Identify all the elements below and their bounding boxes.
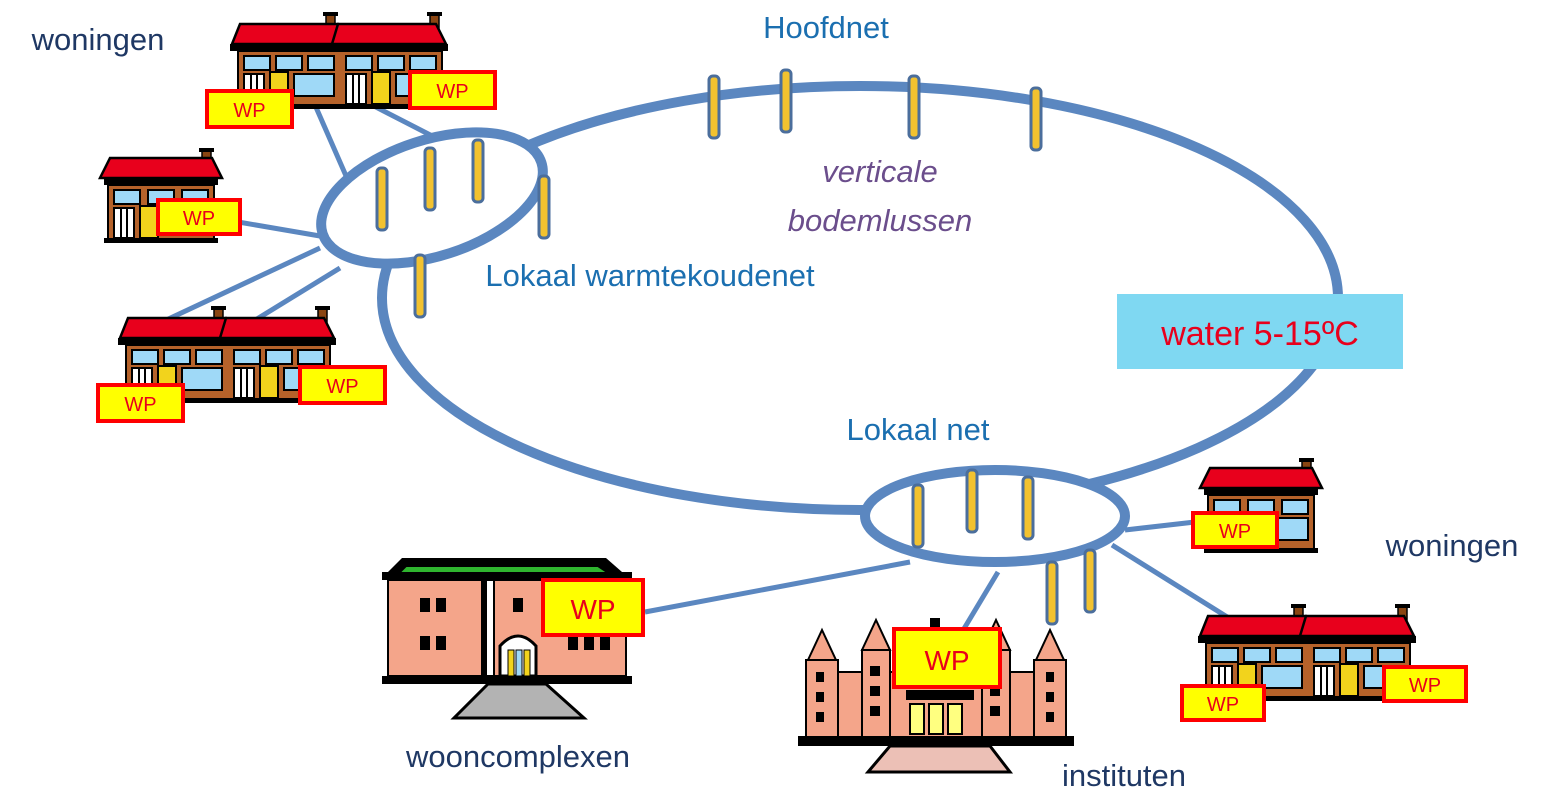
instituten-label: instituten bbox=[1062, 758, 1186, 793]
wp-label: WP bbox=[924, 645, 969, 676]
lokaal-warmtekoudenet-label: Lokaal warmtekoudenet bbox=[485, 258, 815, 293]
wp-label: WP bbox=[436, 81, 468, 103]
house-single-left: WP bbox=[98, 146, 242, 245]
lokaal-net-label: Lokaal net bbox=[846, 412, 989, 447]
institution-building: WP bbox=[798, 617, 1074, 774]
wp-label: WP bbox=[233, 100, 265, 122]
house-double-right: WP WP bbox=[1180, 602, 1468, 722]
water-temperature-box bbox=[1117, 294, 1403, 369]
wooncomplexen-label: wooncomplexen bbox=[405, 739, 630, 774]
hoofdnet-label: Hoofdnet bbox=[763, 10, 889, 45]
house-double-left: WP WP bbox=[96, 304, 387, 423]
verticale-bodemlussen-label-line2: bodemlussen bbox=[788, 203, 972, 238]
house-single-right: WP bbox=[1191, 456, 1324, 555]
woningen-label-right: woningen bbox=[1385, 528, 1519, 563]
wp-label: WP bbox=[1219, 521, 1251, 543]
water-temperature-label: water 5-15ºC bbox=[1160, 315, 1359, 353]
house-double-top-left: WP WP bbox=[205, 10, 497, 129]
lokaal-net-ring bbox=[860, 465, 1130, 567]
verticale-bodemlussen-label-line1: verticale bbox=[822, 154, 937, 189]
woningen-label-left: woningen bbox=[31, 22, 165, 57]
wp-label: WP bbox=[1207, 694, 1239, 716]
wp-label: WP bbox=[326, 376, 358, 398]
wp-label: WP bbox=[183, 208, 215, 230]
apartment-complex: WP bbox=[382, 558, 645, 720]
wp-label: WP bbox=[1409, 675, 1441, 697]
wp-label: WP bbox=[124, 394, 156, 416]
wp-label: WP bbox=[570, 594, 615, 625]
